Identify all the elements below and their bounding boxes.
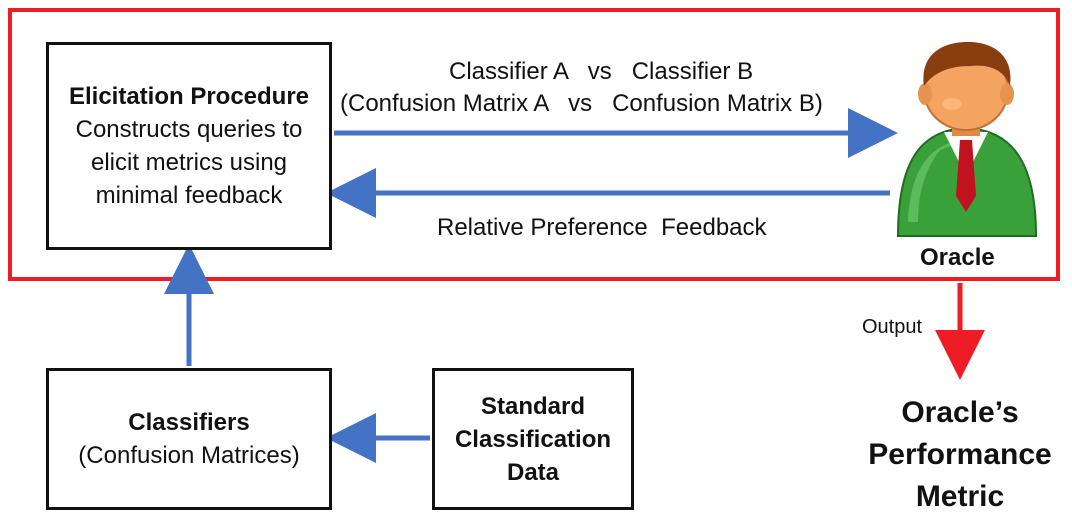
data-line-2: Classification [454,425,612,453]
query-label-line-1: Classifier A vs Classifier B [449,58,754,85]
oracle-performance-metric-label: Oracle’s Performance Metric [855,392,1065,518]
metric-line-3: Metric [915,480,1005,513]
query-label-line-2: (Confusion Matrix A vs Confusion Matrix … [340,90,823,117]
elicitation-procedure-box: Elicitation Procedure Constructs queries… [46,42,332,250]
elicitation-title: Elicitation Procedure [68,83,310,110]
classifiers-box: Classifiers (Confusion Matrices) [46,368,332,510]
output-label: Output [862,316,923,338]
oracle-label: Oracle [920,244,995,271]
elicitation-loop-frame [8,8,1060,281]
feedback-label: Relative Preference Feedback [437,214,767,241]
elicitation-desc-line-1: Constructs queries to [75,116,303,143]
classifiers-subtitle: (Confusion Matrices) [78,442,300,469]
metric-line-1: Oracle’s [901,396,1019,429]
data-line-3: Data [506,458,560,486]
oracle-person-icon [896,42,1038,237]
data-line-1: Standard [480,392,585,420]
elicitation-desc-line-2: elicit metrics using [90,149,288,176]
elicitation-desc-line-3: minimal feedback [95,182,283,209]
standard-data-box: Standard Classification Data [432,368,634,510]
metric-line-2: Performance [868,438,1052,471]
classifiers-title: Classifiers [128,409,250,436]
